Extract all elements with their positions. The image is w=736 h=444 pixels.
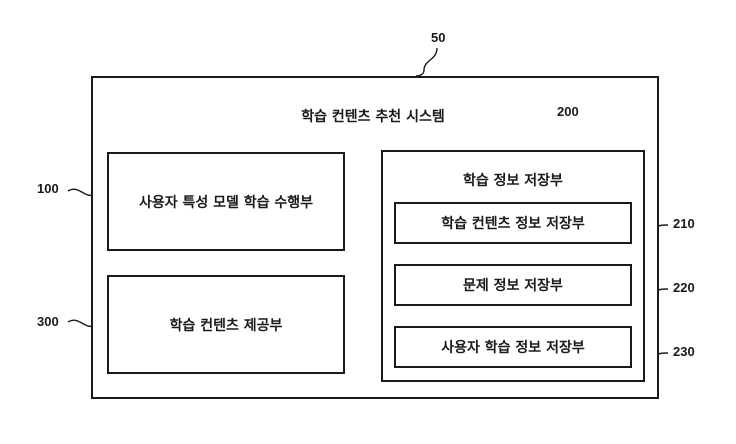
ref-200: 200 <box>557 104 579 119</box>
ref-300: 300 <box>37 314 59 329</box>
ref-230: 230 <box>673 344 695 359</box>
ref-210: 210 <box>673 216 695 231</box>
content-provider-box: 학습 컨텐츠 제공부 <box>107 275 345 374</box>
content-provider-label: 학습 컨텐츠 제공부 <box>169 317 283 334</box>
storage-item-label: 사용자 학습 정보 저장부 <box>441 340 585 356</box>
ref-100: 100 <box>37 181 59 196</box>
storage-title: 학습 정보 저장부 <box>463 173 563 189</box>
system-title: 학습 컨텐츠 추천 시스템 <box>301 109 445 125</box>
storage-item-230: 사용자 학습 정보 저장부 <box>394 326 632 368</box>
user-model-label: 사용자 특성 모델 학습 수행부 <box>138 194 314 211</box>
storage-item-label: 학습 컨텐츠 정보 저장부 <box>441 216 585 232</box>
ref-50: 50 <box>431 30 446 45</box>
storage-item-label: 문제 정보 저장부 <box>463 278 563 294</box>
leader-50 <box>415 47 438 77</box>
storage-item-220: 문제 정보 저장부 <box>394 264 632 306</box>
ref-220: 220 <box>673 280 695 295</box>
storage-item-210: 학습 컨텐츠 정보 저장부 <box>394 202 632 244</box>
user-model-box: 사용자 특성 모델 학습 수행부 <box>107 152 345 251</box>
